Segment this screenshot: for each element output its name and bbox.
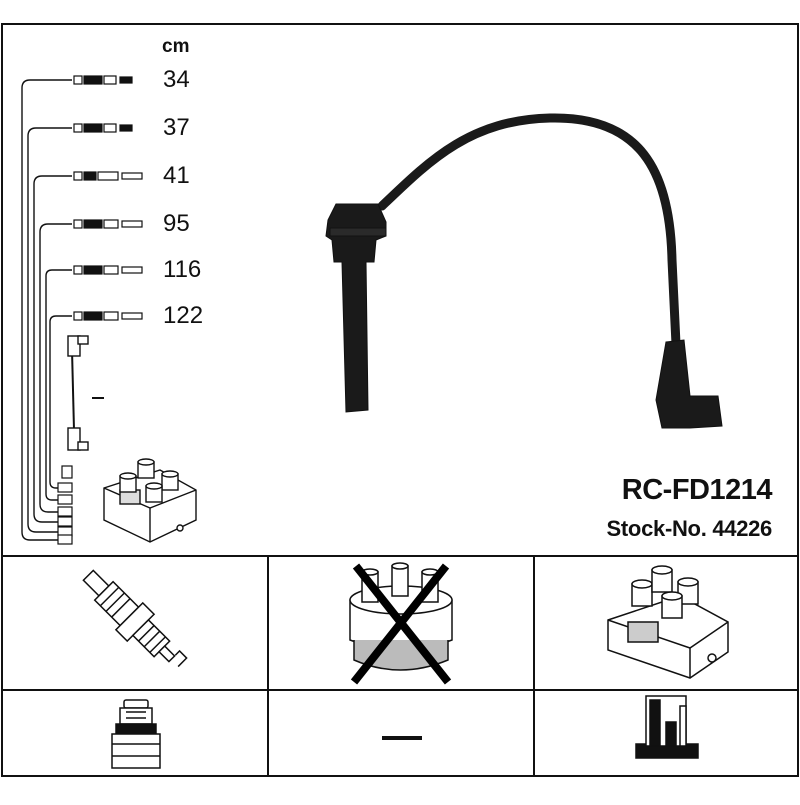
connector-37 [73, 123, 133, 133]
spark-plug-icon [82, 569, 188, 668]
cable-length-116: 116 [163, 256, 202, 283]
cable-set-schematic [21, 79, 72, 541]
product-code: RC-FD1214 [621, 474, 773, 506]
cable-length-41: 41 [163, 162, 190, 189]
coil-angled-boot [655, 339, 723, 429]
connector-122 [73, 311, 143, 321]
plug-boot-connector-icon [111, 699, 161, 769]
coil-tower-terminal-icon [635, 695, 699, 759]
cable-connectors [57, 75, 143, 545]
unit-label: cm [162, 36, 190, 57]
spark-plug-boot [325, 203, 387, 413]
coil-side-terminals [57, 465, 73, 545]
cable-length-95: 95 [163, 210, 190, 237]
dash-icon [382, 736, 422, 740]
connector-34 [73, 75, 133, 85]
frame-grid [1, 23, 799, 777]
connector-41 [73, 171, 143, 181]
cable-length-37: 37 [163, 114, 190, 141]
main-ignition-cable-drawing [325, 113, 723, 429]
distributor-cap-crossed-icon [349, 562, 453, 685]
cable-length-34: 34 [163, 66, 190, 93]
small-ignition-coil-drawing [103, 458, 197, 543]
stock-number: Stock-No. 44226 [606, 516, 773, 541]
connector-95 [73, 219, 143, 229]
loose-cable-schematic [67, 335, 104, 451]
cable-length-122: 122 [163, 302, 204, 329]
ignition-coil-icon [607, 565, 729, 679]
connector-116 [73, 265, 143, 275]
